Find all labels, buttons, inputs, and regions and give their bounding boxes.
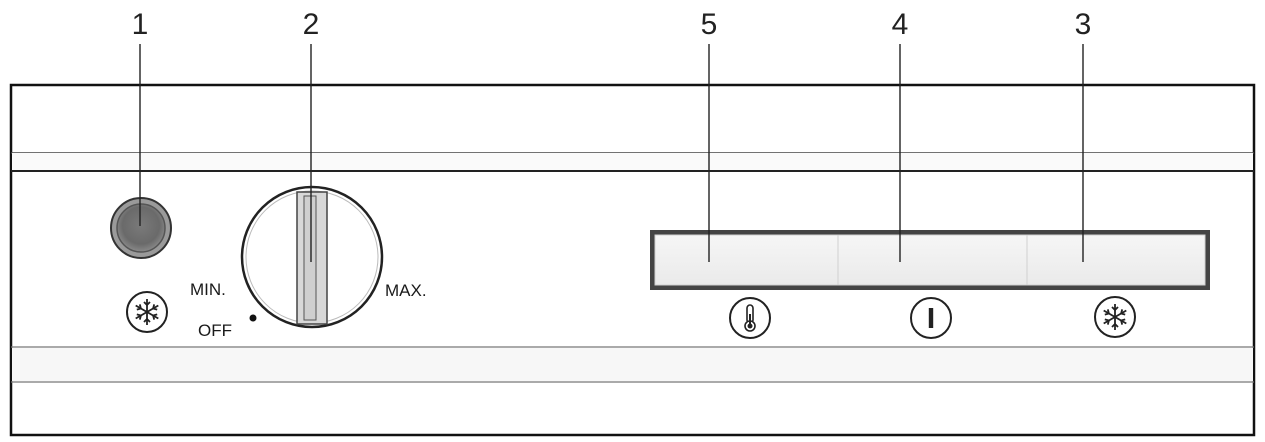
callout-4: 4 [892, 8, 909, 41]
callout-3: 3 [1075, 8, 1092, 41]
off-dot [249, 314, 257, 322]
callout-lines [139, 44, 1084, 262]
power-icon [910, 297, 952, 339]
temperature-dial[interactable] [240, 185, 384, 329]
snowflake-icon [126, 291, 168, 333]
callout-1: 1 [132, 8, 149, 41]
superfrost-button[interactable] [1026, 234, 1206, 286]
dial-min-label: MIN. [190, 280, 226, 299]
dial-max-label: MAX. [385, 281, 427, 300]
on-off-button[interactable] [837, 234, 1028, 286]
callout-2: 2 [303, 8, 320, 41]
temperature-button[interactable] [654, 234, 839, 286]
dial-off-label: OFF [198, 321, 232, 340]
indicator-light [110, 197, 172, 259]
thermometer-icon [729, 297, 771, 339]
snowflake-icon [1094, 296, 1136, 338]
panel-lower-strip [12, 348, 1253, 381]
panel-trim [12, 153, 1253, 170]
callout-5: 5 [701, 8, 718, 41]
